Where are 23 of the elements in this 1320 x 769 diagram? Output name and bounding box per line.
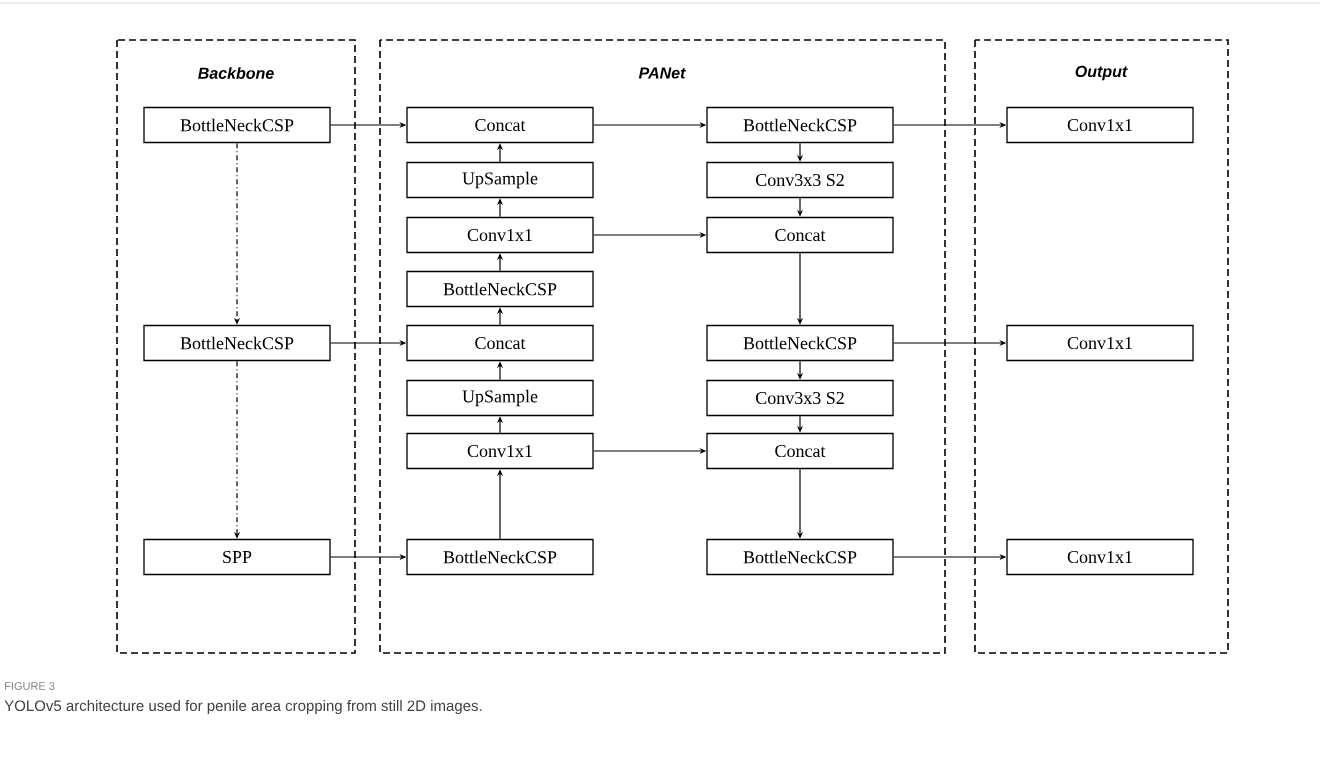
- layer-box: Conv1x1: [406, 216, 594, 254]
- figure-number: FIGURE 3: [5, 682, 55, 690]
- layer-box: Conv1x1: [406, 432, 594, 470]
- layer-box: UpSample: [406, 379, 594, 417]
- layer-box: BottleNeckCSP: [706, 324, 894, 362]
- caption: YOLOv5 architecture used for penile area cropping from still 2D images.: [4, 700, 482, 714]
- layer-box: SPP: [143, 538, 331, 576]
- layer-box: Concat: [706, 216, 894, 254]
- layer-box: UpSample: [406, 161, 594, 199]
- layer-box: Concat: [406, 106, 594, 144]
- layer-box: BottleNeckCSP: [143, 106, 331, 144]
- layer-box: BottleNeckCSP: [706, 538, 894, 576]
- layer-box: Concat: [706, 432, 894, 470]
- layer-box: BottleNeckCSP: [143, 324, 331, 362]
- layer-box: Concat: [406, 324, 594, 362]
- layer-box: Conv1x1: [1006, 538, 1194, 576]
- layer-box: Conv1x1: [1006, 106, 1194, 144]
- layer-box: Conv1x1: [1006, 324, 1194, 362]
- layer-box: BottleNeckCSP: [706, 106, 894, 144]
- layer-box: Conv3x3 S2: [706, 379, 894, 417]
- layer-box: Conv3x3 S2: [706, 161, 894, 199]
- layer-box: BottleNeckCSP: [406, 270, 594, 308]
- layer-box: BottleNeckCSP: [406, 538, 594, 576]
